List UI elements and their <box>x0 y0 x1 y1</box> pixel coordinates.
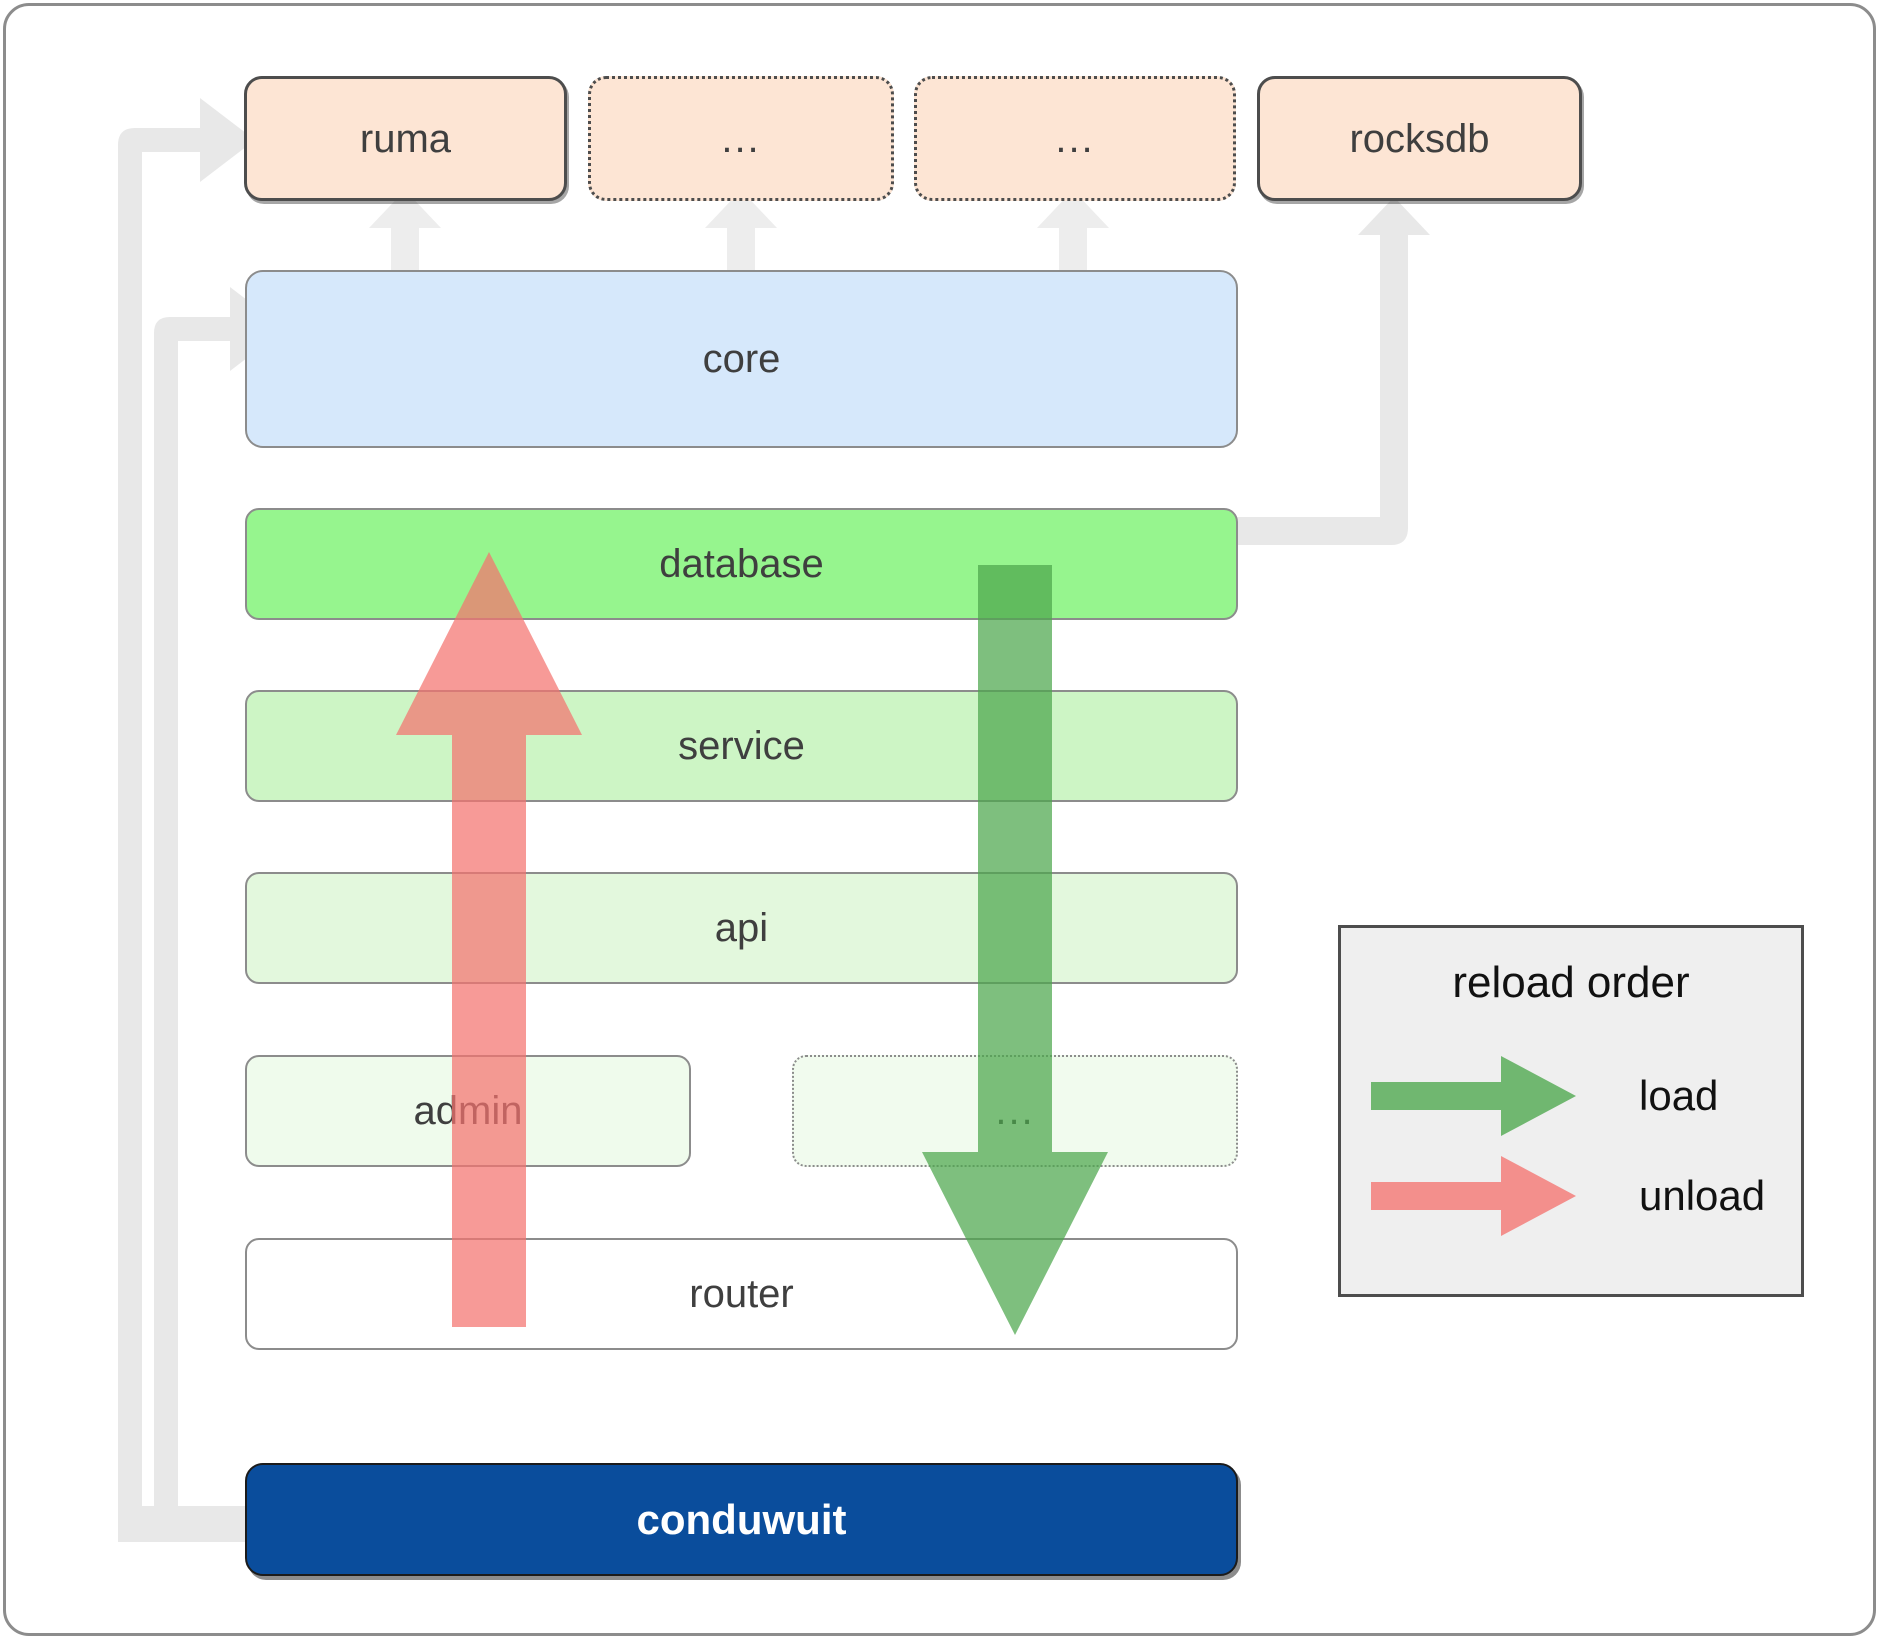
arrow-core-to-dep3 <box>1037 190 1109 275</box>
legend-label-unload: unload <box>1639 1172 1766 1219</box>
load-flow-arrow <box>922 565 1108 1335</box>
unload-arrow-icon <box>1371 1156 1576 1236</box>
legend-title: reload order <box>1452 958 1690 1007</box>
legend-row-load: load <box>1371 1056 1718 1136</box>
layer-node-router[interactable]: router <box>245 1238 1238 1350</box>
conduwuit-dependency-connector <box>118 98 285 1542</box>
core-to-dependency-arrows <box>369 190 1109 275</box>
dependency-node-dep3[interactable]: ... <box>914 76 1236 201</box>
database-to-rocksdb-connector <box>1232 197 1430 545</box>
root-node-conduwuit[interactable]: conduwuit <box>245 1463 1238 1576</box>
arrow-core-to-dep2 <box>705 190 777 275</box>
legend-label-load: load <box>1639 1072 1719 1119</box>
load-arrow-icon <box>1371 1056 1576 1136</box>
arrow-core-to-ruma <box>369 190 441 275</box>
legend-panel: reload order load unload <box>1338 925 1804 1297</box>
unload-flow-arrow <box>396 552 582 1327</box>
legend-row-unload: unload <box>1371 1156 1765 1236</box>
